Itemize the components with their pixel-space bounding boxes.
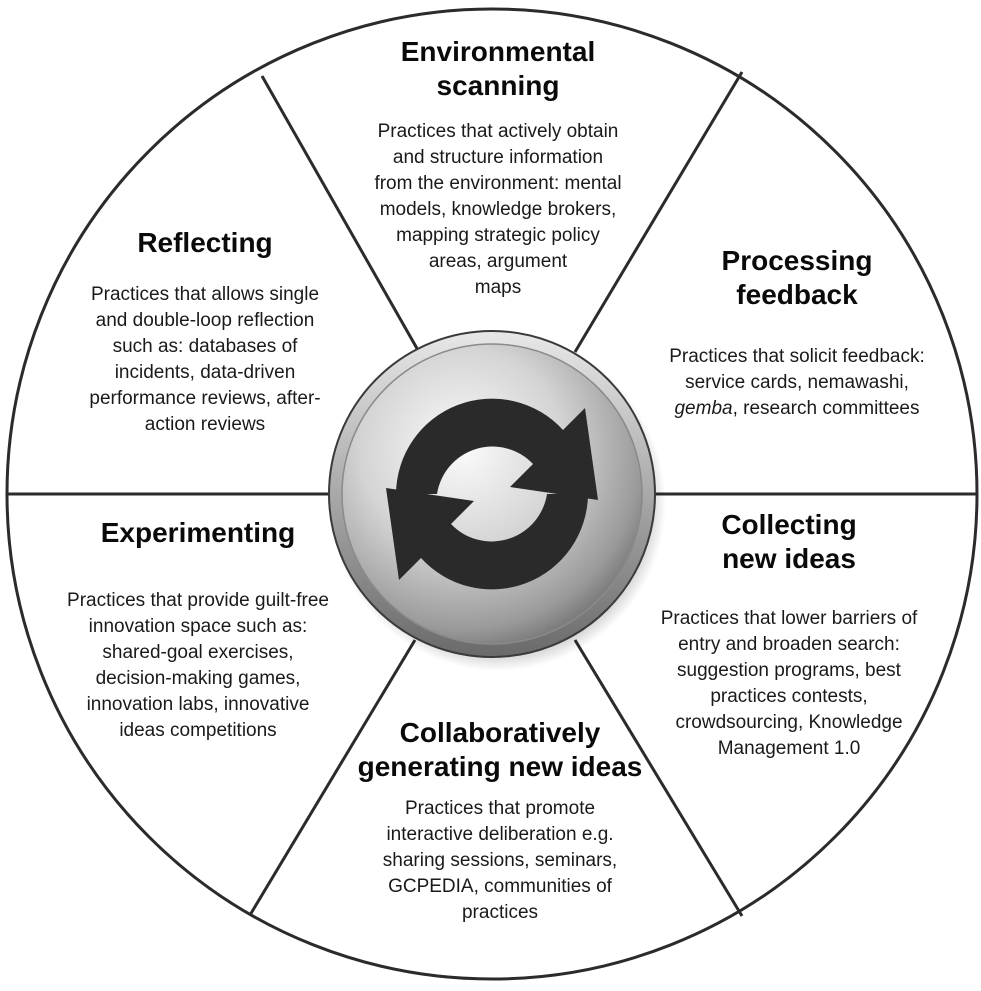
segment-processing-feedback: Processing feedback Practices that solic…: [632, 244, 962, 422]
segment-collecting-new-ideas: Collecting new ideas Practices that lowe…: [614, 508, 964, 762]
divider-line: [573, 639, 744, 917]
segment-description: Practices that actively obtain and struc…: [374, 121, 622, 298]
divider-line: [573, 71, 744, 353]
segment-reflecting: Reflecting Practices that allows single …: [40, 226, 370, 438]
segment-title: Collaboratively generating new ideas: [357, 717, 643, 782]
segment-collaboratively-generating: Collaboratively generating new ideas Pra…: [340, 716, 660, 926]
segment-description: Practices that lower barriers of entry a…: [660, 608, 918, 759]
arrow-bottom-icon: [386, 488, 588, 590]
segment-dividers: [8, 71, 977, 917]
segment-title: Reflecting: [137, 227, 273, 258]
divider-line: [248, 639, 417, 916]
segment-description: Practices that promote interactive delib…: [382, 798, 618, 923]
segment-title: Experimenting: [100, 517, 296, 548]
segment-environmental-scanning: Environmental scanning Practices that ac…: [330, 35, 666, 301]
segment-description: Practices that solicit feedback: service…: [669, 346, 925, 419]
divider-line: [260, 75, 421, 353]
segment-title: Processing feedback: [721, 245, 873, 310]
segment-title: Environmental scanning: [400, 36, 596, 101]
arrow-top-icon: [396, 398, 598, 500]
segment-description: Practices that allows single and double-…: [89, 284, 321, 435]
segment-experimenting: Experimenting Practices that provide gui…: [26, 516, 370, 744]
segment-title: Collecting new ideas: [721, 509, 857, 574]
refresh-cycle-icon: [328, 330, 666, 671]
segment-description: Practices that provide guilt-free innova…: [67, 590, 329, 741]
